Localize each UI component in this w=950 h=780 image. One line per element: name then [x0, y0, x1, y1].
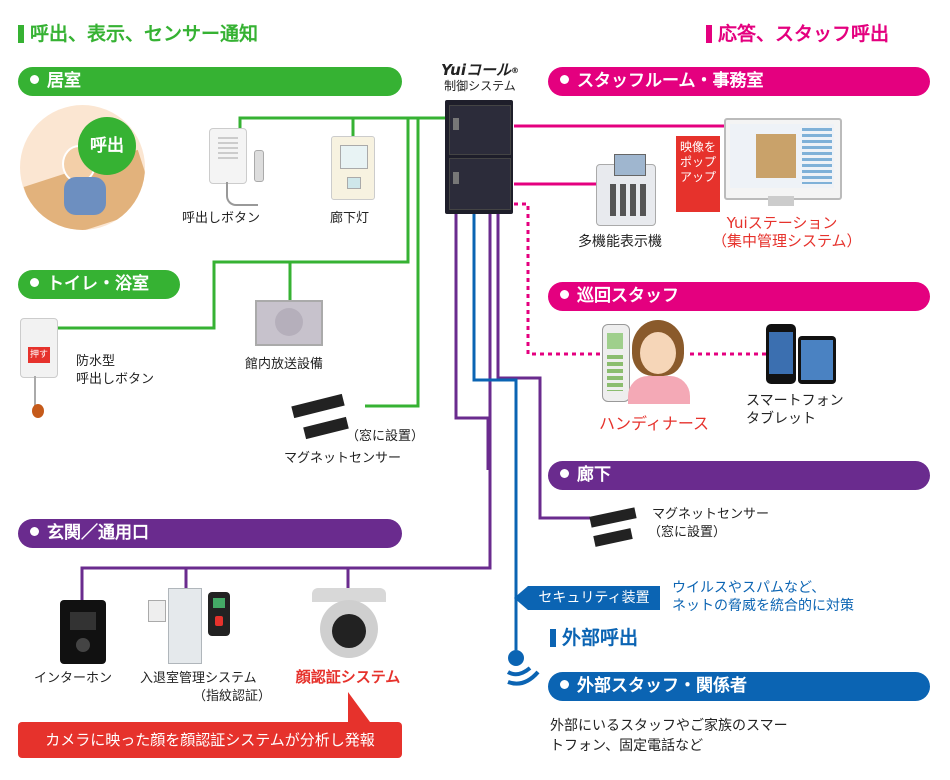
section-entrance-label: 玄関／通用口 [47, 523, 149, 543]
callout-pointer [348, 692, 370, 722]
bullet-dot [30, 278, 39, 287]
call-button-handle [254, 150, 264, 182]
yui-station-label-2: （集中管理システム） [712, 232, 862, 250]
bullet-dot [560, 290, 569, 299]
nurse-illustration [628, 318, 692, 404]
control-subtitle: 制御システム [444, 79, 516, 93]
corridor-magnet-note: （窓に設置） [648, 525, 727, 540]
fingerprint-reader-icon [208, 592, 230, 636]
section-toilet-label: トイレ・浴室 [47, 274, 149, 294]
section-external-label: 外部スタッフ・関係者 [577, 676, 747, 696]
section-corridor: 廊下 [548, 461, 930, 490]
external-desc-1: 外部にいるスタッフやご家族のスマー [550, 718, 788, 734]
camera-icon [312, 588, 386, 662]
popup-line-2: ポップアップ [679, 155, 716, 184]
face-auth-label: 顔認証システム [295, 668, 401, 686]
security-desc-1: ウイルスやスパムなど、 [672, 580, 826, 596]
magnet-sensor-label: マグネットセンサー [284, 451, 402, 466]
call-button-icon [209, 128, 247, 184]
handy-nurse-label: ハンディナース [598, 414, 710, 433]
section-patrol: 巡回スタッフ [548, 282, 930, 311]
control-unit-icon [445, 100, 513, 214]
section-room-label: 居室 [47, 71, 81, 91]
popup-line-1: 映像を [679, 140, 716, 154]
external-desc-2: トフォン、固定電話など [550, 738, 704, 754]
bullet-dot [30, 75, 39, 84]
intercom-label: インターホン [34, 671, 113, 686]
corridor-light-icon [331, 136, 375, 200]
bullet-dot [560, 680, 569, 689]
right-section-title: 応答、スタッフ呼出 [706, 22, 889, 46]
external-call-title: 外部呼出 [550, 626, 638, 650]
popup-badge: 映像を ポップアップ [676, 136, 720, 212]
corridor-light-label: 廊下灯 [330, 211, 370, 226]
face-auth-note: カメラに映った顔を顔認証システムが分析し発報 [18, 722, 402, 758]
card-reader-icon [148, 600, 166, 622]
waterproof-label-1: 防水型 [76, 354, 116, 369]
smartphone-icon [766, 324, 796, 384]
title-marker [706, 25, 712, 43]
handy-nurse-phone-icon [602, 324, 630, 402]
intercom-icon [60, 600, 106, 664]
waterproof-push-label: 押す [28, 347, 50, 363]
right-title-text: 応答、スタッフ呼出 [718, 23, 890, 45]
yui-station-label-1: Yuiステーション [726, 214, 838, 232]
speaker-icon [255, 300, 323, 346]
section-staff-room-label: スタッフルーム・事務室 [577, 71, 764, 91]
security-arrow-icon [514, 586, 528, 610]
yui-station-monitor-icon [724, 118, 842, 200]
section-patrol-label: 巡回スタッフ [577, 286, 679, 306]
security-desc-2: ネットの脅威を統合的に対策 [672, 598, 854, 614]
section-corridor-label: 廊下 [577, 465, 611, 485]
magnet-window-note: （窓に設置） [346, 429, 425, 444]
call-button-cord [226, 182, 258, 206]
smartphone-label-1: スマートフォン [746, 393, 844, 409]
corridor-magnet-label: マグネットセンサー [652, 507, 770, 522]
registered-mark: ® [511, 66, 520, 75]
left-title-text: 呼出、表示、センサー通知 [30, 23, 259, 45]
waterproof-label-2: 呼出しボタン [76, 372, 155, 387]
control-brand: Yuiコール [440, 61, 512, 79]
security-device-badge: セキュリティ装置 [528, 586, 660, 610]
multi-display-phone-icon [596, 154, 656, 226]
section-toilet: トイレ・浴室 [18, 270, 180, 299]
wireless-signal-icon [506, 650, 540, 686]
bullet-dot [30, 527, 39, 536]
section-room: 居室 [18, 67, 402, 96]
left-section-title: 呼出、表示、センサー通知 [18, 22, 258, 46]
section-staff-room: スタッフルーム・事務室 [548, 67, 930, 96]
multi-display-label: 多機能表示機 [578, 234, 662, 250]
bullet-dot [560, 469, 569, 478]
monitor-stand [768, 196, 794, 206]
title-marker [550, 629, 556, 647]
waterproof-button-icon: 押す [20, 318, 58, 378]
tablet-icon [798, 336, 836, 384]
section-entrance: 玄関／通用口 [18, 519, 402, 548]
smartphone-label-2: タブレット [746, 411, 816, 427]
external-call-text: 外部呼出 [562, 627, 639, 649]
control-system-label: Yuiコール® 制御システム [430, 62, 530, 94]
section-external: 外部スタッフ・関係者 [548, 672, 930, 701]
pull-cord-handle-icon [32, 404, 44, 418]
pa-system-label: 館内放送設備 [245, 357, 324, 372]
call-button-label: 呼出しボタン [182, 211, 261, 226]
access-control-label-1: 入退室管理システム [140, 671, 257, 686]
door-icon [168, 588, 202, 664]
pull-cord [34, 376, 48, 406]
title-marker [18, 25, 24, 43]
bullet-dot [560, 75, 569, 84]
call-bubble: 呼出 [78, 117, 136, 175]
access-control-label-2: （指紋認証） [193, 689, 272, 704]
